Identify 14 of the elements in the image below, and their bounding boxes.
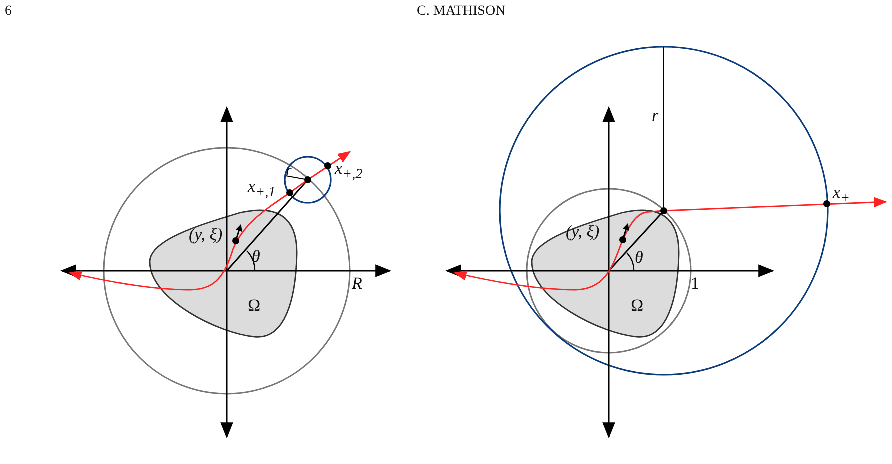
angle-label: θ (635, 249, 644, 266)
radius-label: R (352, 275, 362, 292)
radius-label: r (286, 164, 292, 179)
radius-label: 1 (691, 275, 700, 292)
point-label: x$_{+,1}$ (248, 178, 276, 200)
page-number: 6 (5, 5, 12, 19)
radius-label: r (652, 107, 659, 124)
point-label: x$_{+}$ (833, 184, 850, 206)
region-label: Ω (631, 297, 644, 314)
point-label: (y, ξ) (189, 226, 223, 243)
region-label: Ω (248, 297, 261, 314)
point-label: x$_{+,2}$ (335, 160, 363, 182)
angle-label: θ (252, 248, 260, 265)
running-header: C. MATHISON (417, 5, 506, 19)
